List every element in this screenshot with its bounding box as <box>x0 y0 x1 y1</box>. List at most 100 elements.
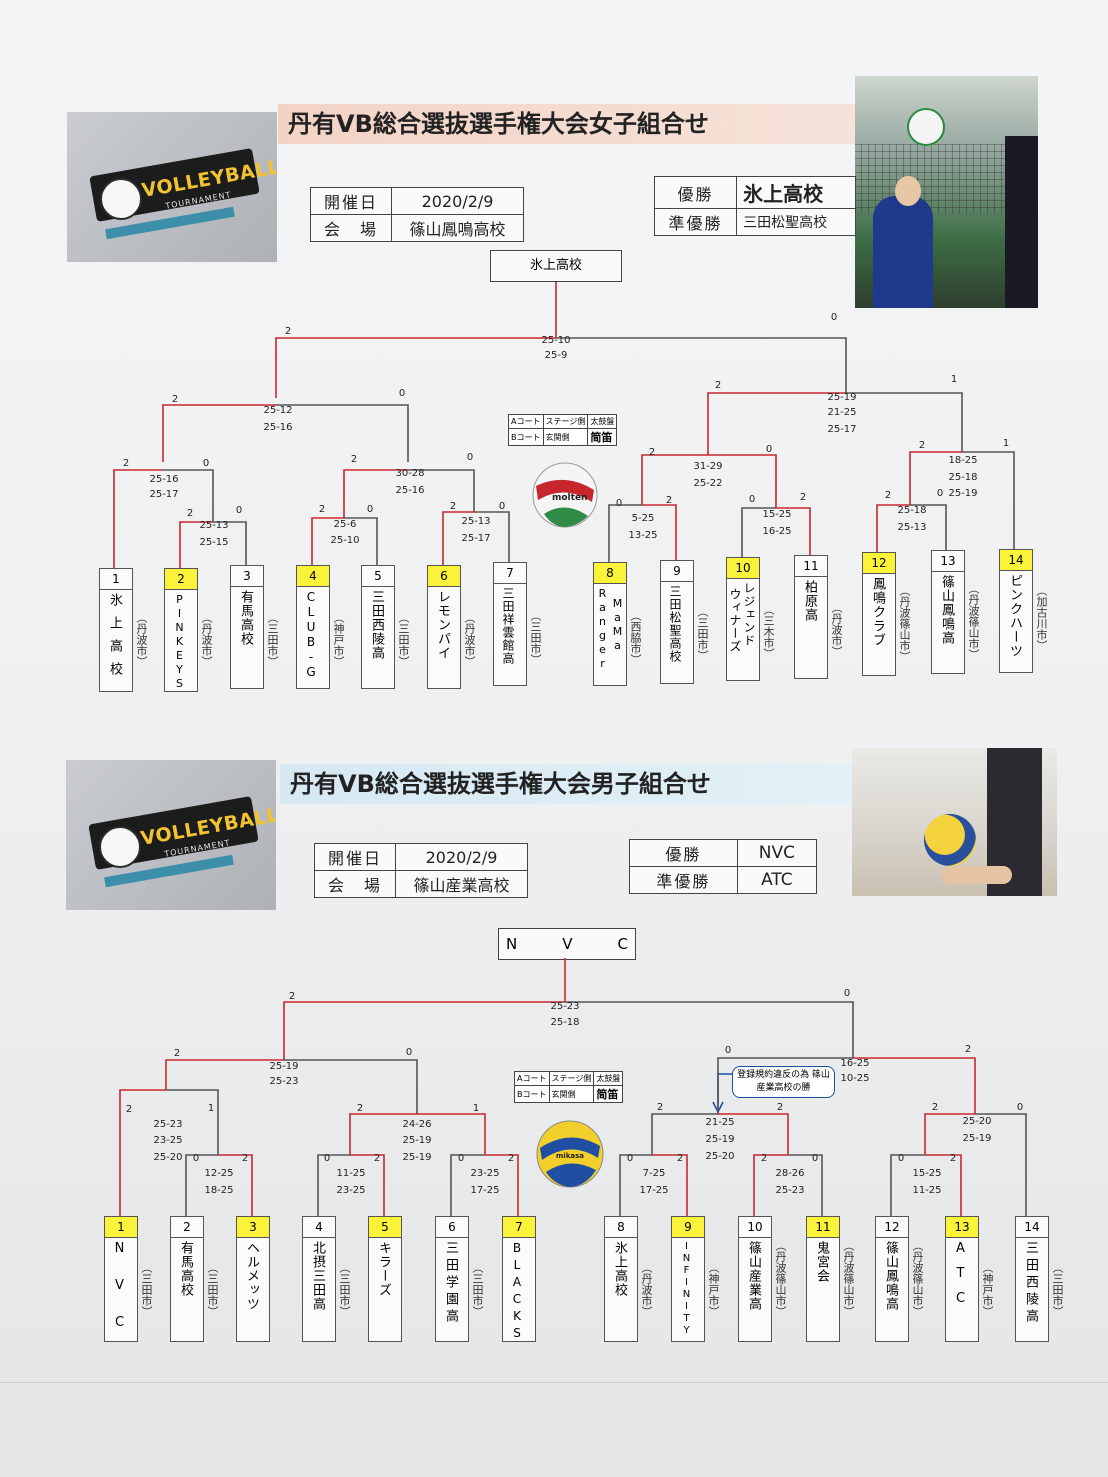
women-r1213-right-sets: 0 <box>937 488 943 499</box>
women-team-1-city: （丹波市） <box>135 612 148 667</box>
volleyball-logo: VOLLEYBALL TOURNAMENT <box>67 112 277 262</box>
women-qc-right-sets: 0 <box>766 444 772 455</box>
volleyball-logo-men: VOLLEYBALL TOURNAMENT <box>66 760 276 910</box>
men-team-7: 7 BLACKS <box>502 1216 536 1343</box>
men-team-11: 11 鬼宮会 <box>806 1216 840 1342</box>
men-r45-score-1: 11-25 <box>336 1168 365 1179</box>
women-team-9: 9 三田松聖高校 <box>660 560 694 684</box>
women-team-7-city: （三田市） <box>529 610 542 665</box>
men-team-13-city: （神戸市） <box>981 1262 994 1317</box>
women-team-2: 2 PINKEYS <box>164 568 198 692</box>
men-r1011-score-1: 28-26 <box>775 1168 804 1179</box>
ball-brand: mikasa <box>556 1152 584 1160</box>
men-team-4-city: （三田市） <box>338 1262 351 1317</box>
men-sf1-score-1: 25-19 <box>269 1061 298 1072</box>
men-qa-score-1: 25-23 <box>153 1119 182 1130</box>
ball-brand: molten <box>552 493 587 503</box>
women-team-11: 11 柏原高 <box>794 555 828 679</box>
men-qa-score-2: 23-25 <box>153 1135 182 1146</box>
men-team-13: 13 ATC <box>945 1216 979 1342</box>
men-final-right-sets: 0 <box>844 988 850 999</box>
women-title: 丹有VB総合選抜選手権大会女子組合せ <box>278 104 868 144</box>
team-name: CLUB-G <box>304 590 318 680</box>
men-qd-score-1: 25-20 <box>962 1116 991 1127</box>
women-spike-photo <box>855 76 1038 308</box>
men-team-8-city: （丹波市） <box>640 1262 653 1317</box>
women-qa-left-sets: 2 <box>123 458 129 469</box>
men-qc-score-2: 25-19 <box>705 1134 734 1145</box>
team-name: レモンパイ <box>435 590 450 660</box>
men-r45-left-sets: 0 <box>324 1153 330 1164</box>
men-champion-box: N V C <box>498 928 636 960</box>
team-name: ヘルメッツ <box>244 1241 259 1311</box>
men-final-left-sets: 2 <box>289 991 295 1002</box>
team-name: NVC <box>112 1241 127 1352</box>
runner-up-label: 準優勝 <box>629 866 738 894</box>
team-name: ピンクハーツ <box>1007 574 1022 658</box>
men-qb-score-1: 24-26 <box>402 1119 431 1130</box>
team-name: 有馬高校 <box>178 1241 193 1297</box>
women-r89-score-1: 5-25 <box>632 513 655 524</box>
men-team-5: 5 キラーズ <box>368 1216 402 1342</box>
women-sf2-score-1: 25-19 <box>827 392 856 403</box>
runner-up-label: 準優勝 <box>653 208 738 236</box>
men-r23-score-2: 18-25 <box>204 1185 233 1196</box>
women-r1011-right-sets: 2 <box>800 492 806 503</box>
men-r89-score-2: 17-25 <box>639 1185 668 1196</box>
men-r1011-right-sets: 0 <box>812 1153 818 1164</box>
men-qa-score-3: 25-20 <box>153 1152 182 1163</box>
women-qb-score-1: 30-28 <box>395 468 424 479</box>
venue-label: 会 場 <box>313 870 397 898</box>
date-value: 2020/2/9 <box>391 187 524 215</box>
men-team-8: 8 氷上高校 <box>604 1216 638 1342</box>
women-r89-right-sets: 2 <box>666 495 672 506</box>
men-qc-right-sets: 2 <box>777 1102 783 1113</box>
men-qb-right-sets: 1 <box>473 1103 479 1114</box>
men-r67-left-sets: 0 <box>458 1153 464 1164</box>
men-r67-right-sets: 2 <box>508 1153 514 1164</box>
women-team-8-city: （西脇市） <box>629 610 642 665</box>
women-team-6-city: （丹波市） <box>463 612 476 667</box>
men-team-14-city: （三田市） <box>1051 1262 1064 1317</box>
runner-up-value: ATC <box>736 866 818 894</box>
men-qd-right-sets: 0 <box>1017 1102 1023 1113</box>
men-r1213-score-2: 11-25 <box>912 1185 941 1196</box>
team-name: レジェンド <box>742 582 756 647</box>
men-qc-score-1: 21-25 <box>705 1117 734 1128</box>
date-label: 開催日 <box>309 187 393 215</box>
paper-fold-line <box>0 1382 1108 1383</box>
men-qa-right-sets: 1 <box>208 1103 214 1114</box>
men-bracket: 25-23 25-18 2 0 25-19 25-23 2 0 16-25 10… <box>119 958 1027 1216</box>
women-r45-right-sets: 0 <box>367 504 373 515</box>
women-r1011-score-2: 16-25 <box>762 526 791 537</box>
women-qa-score-2: 25-17 <box>149 489 178 500</box>
men-r23-right-sets: 2 <box>242 1153 248 1164</box>
men-qb-score-3: 25-19 <box>402 1152 431 1163</box>
women-team-9-city: （三田市） <box>696 606 709 661</box>
men-final-score-1: 25-23 <box>550 1001 579 1012</box>
team-name: 篠山鳳鳴高 <box>883 1241 898 1311</box>
women-team-3-city: （三田市） <box>266 612 279 667</box>
men-team-14: 14 三田西陵高 <box>1015 1216 1049 1342</box>
women-sf1-score-2: 25-16 <box>263 422 292 433</box>
men-player-photo <box>852 748 1057 896</box>
women-team-5-city: （三田市） <box>397 612 410 667</box>
team-name: 鬼宮会 <box>814 1241 829 1283</box>
women-team-13: 13 篠山鳳鳴高 <box>931 550 965 674</box>
women-r89-score-2: 13-25 <box>628 530 657 541</box>
winner-label: 優勝 <box>653 176 738 209</box>
men-sf2-right-sets: 2 <box>965 1044 971 1055</box>
team-name: キラーズ <box>376 1241 391 1297</box>
men-team-6: 6 三田学園高 <box>435 1216 469 1342</box>
men-r45-right-sets: 2 <box>374 1153 380 1164</box>
women-r45-score-1: 25-6 <box>334 519 357 530</box>
women-qd-left-sets: 2 <box>919 440 925 451</box>
men-qd-left-sets: 2 <box>932 1102 938 1113</box>
women-team-14: 14 ピンクハーツ <box>999 549 1033 673</box>
team-name-2: MaMa <box>611 597 624 653</box>
winner-value: 氷上高校 <box>736 176 856 209</box>
men-r89-score-1: 7-25 <box>643 1168 666 1179</box>
women-qd-right-sets: 1 <box>1003 438 1009 449</box>
